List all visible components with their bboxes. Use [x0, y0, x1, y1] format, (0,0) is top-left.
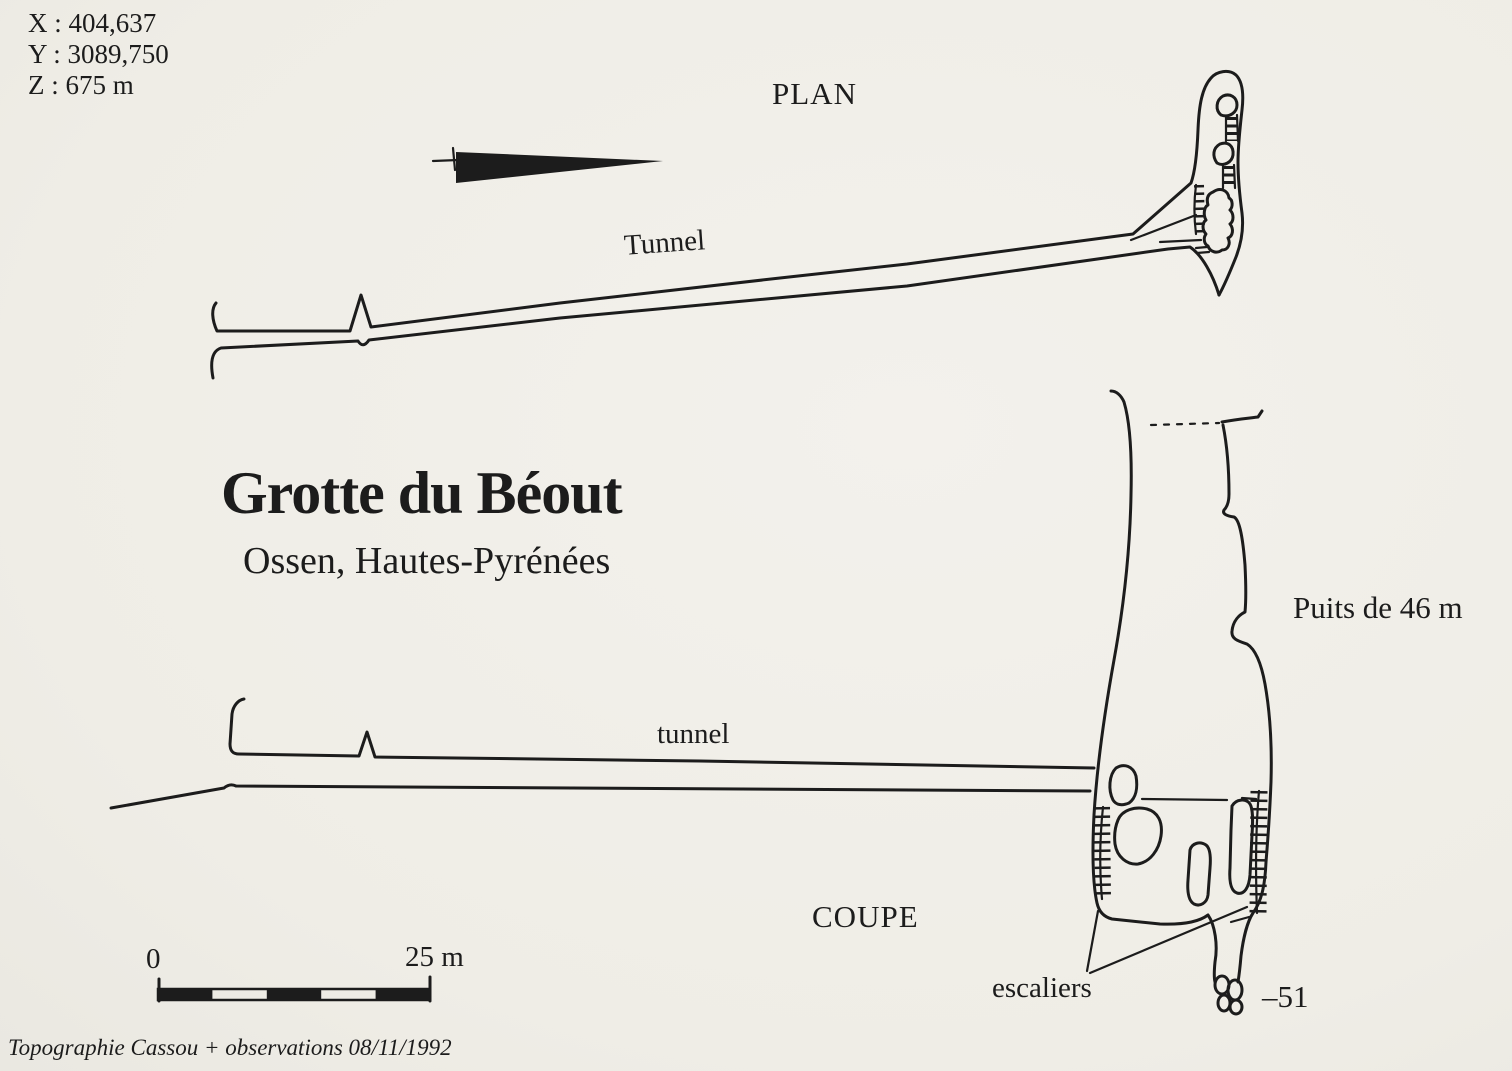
coupe-shaft-right-wall	[1221, 423, 1273, 984]
plan-funnel-floor-ticks	[1194, 245, 1211, 255]
coupe-tunnel-ceiling	[228, 697, 1096, 770]
coupe-boulder-tall-right	[1228, 798, 1255, 895]
plan-view	[210, 69, 1245, 380]
coupe-view-label: COUPE	[812, 899, 919, 934]
plan-chamber-interior	[1193, 93, 1240, 254]
rubble-stone	[1226, 978, 1244, 1002]
scale-max-label: 25 m	[405, 941, 464, 973]
cave-title: Grotte du Béout	[221, 460, 623, 526]
coupe-boulder-pentagon	[1113, 806, 1163, 866]
plan-funnel-inner-line-upper	[1129, 213, 1198, 242]
scale-bar-segment-black	[266, 989, 322, 1000]
stairs-label: escaliers	[992, 972, 1092, 1004]
plan-funnel-inner-line-lower	[1158, 238, 1203, 244]
rubble-stone	[1228, 998, 1244, 1016]
scale-bar	[156, 975, 432, 1003]
stairs-leader-right	[1088, 905, 1249, 975]
coupe-shaft-left-wall	[1091, 389, 1218, 984]
plan-tunnel-label: Tunnel	[622, 224, 707, 262]
right-staircase-hatching	[1249, 790, 1268, 914]
coupe-boulder-small	[1108, 764, 1139, 807]
coupe-floor-level-line	[1140, 796, 1258, 802]
coordinate-z: Z : 675 m	[28, 70, 134, 100]
left-staircase-hatching	[1094, 806, 1111, 900]
coupe-surface-right-lip	[1220, 409, 1264, 424]
pit-depth-label: Puits de 46 m	[1293, 590, 1463, 625]
north-arrow-head	[456, 152, 663, 183]
bottom-depth-label: –51	[1262, 979, 1309, 1014]
plan-boulder-top	[1215, 93, 1239, 118]
pit-bottom-rubble	[1213, 974, 1244, 1016]
coupe-entrance-dotted-line	[1149, 421, 1221, 427]
plan-tunnel-lower-wall	[210, 245, 1221, 380]
cave-location: Ossen, Hautes-Pyrénées	[243, 540, 611, 582]
plan-boulder-middle	[1212, 141, 1235, 166]
plan-view-label: PLAN	[772, 76, 857, 111]
stairs-leader-dash	[1229, 915, 1251, 924]
plan-chamber-wall-hatching	[1194, 184, 1205, 235]
scale-zero-label: 0	[146, 943, 161, 975]
coordinate-x: X : 404,637	[28, 8, 157, 38]
left-staircase-rail	[1099, 805, 1105, 901]
coupe-staircases	[1094, 789, 1268, 915]
topography-credit: Topographie Cassou + observations 08/11/…	[8, 1035, 452, 1060]
north-arrow	[431, 146, 663, 183]
coupe-chamber-boulders	[1108, 764, 1255, 907]
coordinate-y: Y : 3089,750	[28, 39, 169, 69]
coupe-tunnel-label: tunnel	[657, 718, 730, 750]
plan-boulder-large-scalloped	[1201, 188, 1235, 254]
plan-ledge-rails-1	[1224, 113, 1240, 143]
plan-tunnel-upper-wall	[211, 69, 1245, 333]
stairs-leader-lines	[1085, 905, 1251, 975]
scale-bar-segment-black	[158, 989, 213, 1000]
scale-bar-segment-black	[375, 989, 430, 1000]
plan-chamber-hatch-rail	[1193, 183, 1198, 236]
coupe-boulder-thin-middle	[1186, 841, 1212, 907]
stairs-leader-left	[1085, 909, 1100, 973]
right-staircase-rail	[1254, 789, 1261, 915]
north-arrow-cross-tick	[451, 146, 457, 172]
survey-coordinates: X : 404,637 Y : 3089,750 Z : 675 m	[28, 8, 169, 101]
coupe-tunnel-floor	[109, 783, 1092, 810]
rubble-stone	[1216, 993, 1232, 1013]
coupe-view	[109, 389, 1273, 1016]
plan-ledge-rails-2	[1221, 163, 1237, 190]
